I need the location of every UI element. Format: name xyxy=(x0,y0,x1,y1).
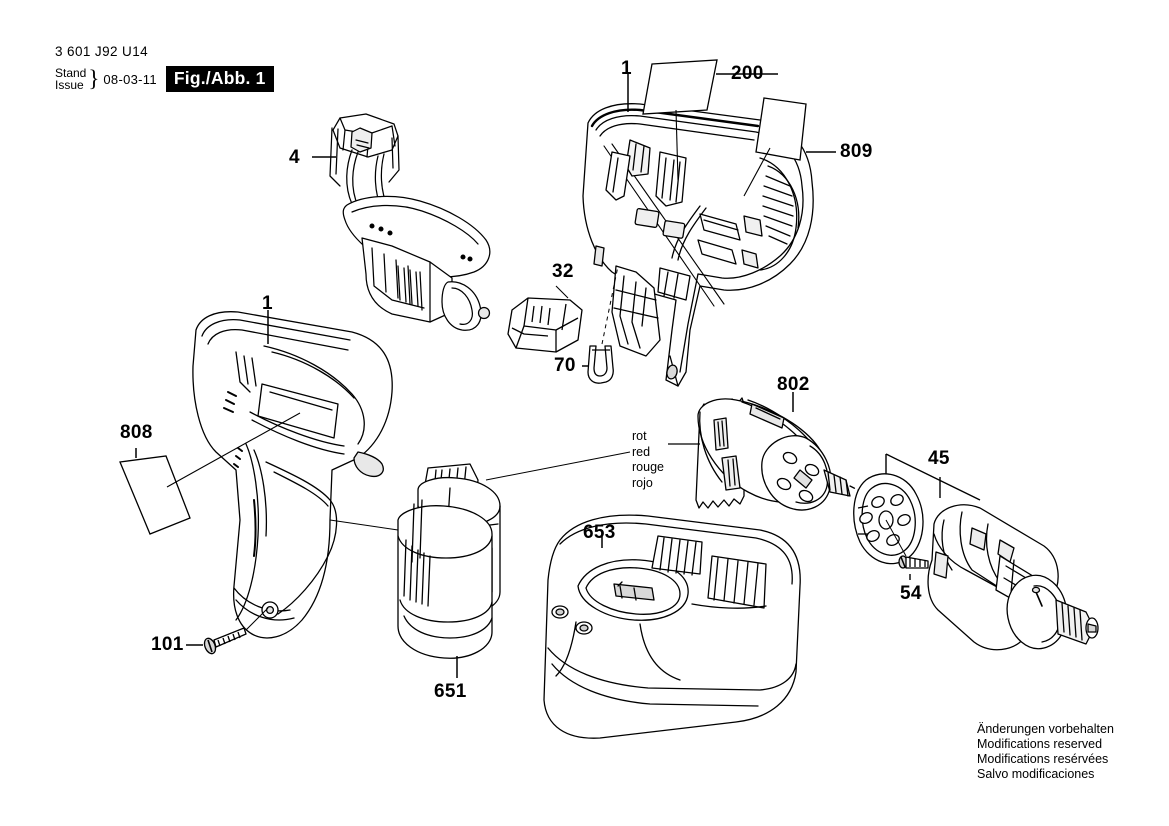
callout-54: 54 xyxy=(900,583,922,604)
wire-color-en: red xyxy=(632,444,651,459)
wire-color-de: rot xyxy=(632,429,647,443)
leader-line-32 xyxy=(555,285,569,299)
sheet-header: 3 601 J92 U14 Stand Issue } 08-03-11 Fig… xyxy=(55,44,274,92)
rating-label-part-808 xyxy=(119,455,191,535)
callout-32: 32 xyxy=(552,261,574,282)
leader-line-808-to-body xyxy=(166,412,301,488)
brace-glyph: } xyxy=(88,66,100,91)
disclaimer-es: Salvo modificaciones xyxy=(977,767,1095,781)
callout-1-housing-right: 1 xyxy=(621,58,632,79)
leader-line-809-to-body xyxy=(743,147,771,197)
motor-part-802 xyxy=(695,397,867,511)
callout-200: 200 xyxy=(731,63,764,84)
charger-part-653 xyxy=(543,514,801,739)
retaining-clip-part-70 xyxy=(587,345,614,384)
leader-line-battery-to-housing xyxy=(329,519,399,531)
warning-label-part-809 xyxy=(755,97,807,161)
callout-101: 101 xyxy=(151,634,184,655)
wire-color-fr: rouge xyxy=(632,460,664,474)
wire-color-es: rojo xyxy=(632,475,653,490)
callout-653: 653 xyxy=(583,522,616,543)
leader-line-200-to-body xyxy=(675,109,679,181)
callout-808: 808 xyxy=(120,422,153,443)
screw-part-54 xyxy=(898,555,929,569)
disclaimer-en: Modifications reserved xyxy=(977,737,1103,751)
battery-pack-part-651 xyxy=(397,463,501,659)
callout-70: 70 xyxy=(554,355,576,376)
wire-color-legend: rot red rouge rojo xyxy=(632,429,664,491)
callout-651: 651 xyxy=(434,681,467,702)
callout-45: 45 xyxy=(928,448,950,469)
leader-line-101-to-boss xyxy=(245,607,269,631)
callout-1-housing-left: 1 xyxy=(262,293,273,314)
disclaimer-fr: Modifications resérvées xyxy=(977,752,1109,766)
screw-part-101 xyxy=(203,627,247,655)
issue-label: Issue xyxy=(55,78,84,92)
leader-line-54-to-plate xyxy=(885,519,907,557)
switch-module-part-4 xyxy=(329,113,491,331)
direction-selector-part-32 xyxy=(507,297,583,353)
callout-4: 4 xyxy=(289,147,300,168)
disclaimer-block: Änderungen vorbehalten Modifications res… xyxy=(977,722,1114,782)
gear-plate-part-45 xyxy=(853,473,924,565)
bracket-45-diagonal xyxy=(885,453,981,501)
gearbox-assembly-part-45 xyxy=(927,504,1099,651)
nameplate-part-200 xyxy=(642,59,718,115)
callout-809: 809 xyxy=(840,141,873,162)
stand-issue-labels: Stand Issue xyxy=(55,65,87,92)
stand-label: Stand xyxy=(55,65,87,80)
callout-802: 802 xyxy=(777,374,810,395)
leader-line-battery-to-tool xyxy=(485,451,631,481)
issue-date: 08-03-11 xyxy=(103,71,157,87)
disclaimer-de: Änderungen vorbehalten xyxy=(977,722,1114,736)
part-number-code: 3 601 J92 U14 xyxy=(55,44,149,59)
figure-badge: Fig./Abb. 1 xyxy=(165,66,274,92)
leader-line-70-to-body xyxy=(601,265,619,345)
housing-half-left-part-1 xyxy=(192,311,393,639)
